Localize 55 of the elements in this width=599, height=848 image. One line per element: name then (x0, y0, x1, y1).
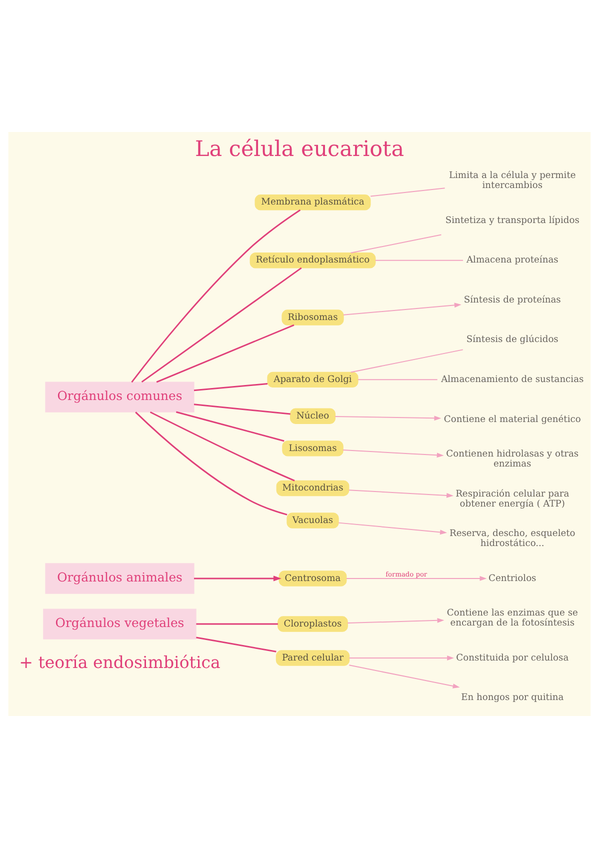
diagram-title: La célula eucariota (194, 136, 404, 162)
node-text: Limita a la célula y permite intercambios (448, 171, 576, 192)
node-box: Orgánulos vegetales (43, 608, 196, 640)
node-text: Contiene las enzimas que se encargan de la fotosíntesis (446, 608, 578, 629)
arrow (342, 302, 462, 316)
node-box: Membrana plasmática (254, 194, 371, 210)
node-text: Almacena proteínas (466, 256, 558, 266)
connector (156, 324, 294, 383)
node-text: Constituida por celulosa (456, 653, 569, 664)
connector (150, 411, 295, 482)
arrow (348, 656, 454, 660)
node-box: Orgánulos animales (45, 563, 194, 594)
node-text: Almacenamiento de sustancias (441, 375, 584, 385)
node-box: Pared celular (276, 650, 350, 666)
node-box: Centrosoma (278, 570, 347, 586)
node-text: Síntesis de glúcidos (466, 335, 558, 346)
connector (196, 636, 276, 652)
node-text: Reserva, descho, esqueleto hidrostático... (449, 529, 576, 550)
arrow (342, 450, 444, 458)
node-text: Contiene el material genético (444, 414, 581, 425)
connector (374, 260, 464, 261)
node-box: Retículo endoplasmático (250, 252, 376, 268)
node-box: Vacuolas (286, 512, 339, 528)
node-text: Centriolos (488, 574, 536, 584)
connector (135, 412, 288, 516)
connector (350, 234, 442, 254)
node-box: Mitocondrias (276, 480, 350, 496)
arrow (348, 490, 454, 498)
node-text: Síntesis de proteínas (464, 295, 561, 306)
node-box: Cloroplastos (278, 616, 348, 632)
connector (358, 379, 438, 380)
arrow (334, 416, 442, 421)
connector (350, 349, 464, 373)
connector (194, 404, 290, 415)
node-box: Lisosomas (282, 440, 344, 456)
connector (194, 382, 268, 392)
arrow (194, 576, 282, 582)
node-text: En hongos por quitina (461, 693, 564, 704)
arrow (348, 664, 460, 688)
arrow (347, 618, 444, 624)
node-text: Sintetiza y transporta lípidos (445, 216, 580, 226)
node-box: Núcleo (290, 408, 336, 424)
connector (131, 209, 301, 383)
connector (196, 623, 278, 625)
arrow (346, 576, 487, 581)
node-box: Ribosomas (282, 310, 344, 326)
connector (176, 411, 284, 442)
node-text: Contienen hidrolasas y otras enzimas (446, 450, 579, 470)
connector (141, 267, 302, 383)
arrow (338, 522, 448, 535)
node-box: Orgánulos comunes (45, 382, 194, 412)
node-box: Aparato de Golgi (267, 372, 358, 388)
label: + teoría endosimbiótica (19, 652, 220, 672)
connector (370, 188, 446, 197)
node-text: Respiración celular para obtener energía ( ATP) (456, 489, 570, 510)
